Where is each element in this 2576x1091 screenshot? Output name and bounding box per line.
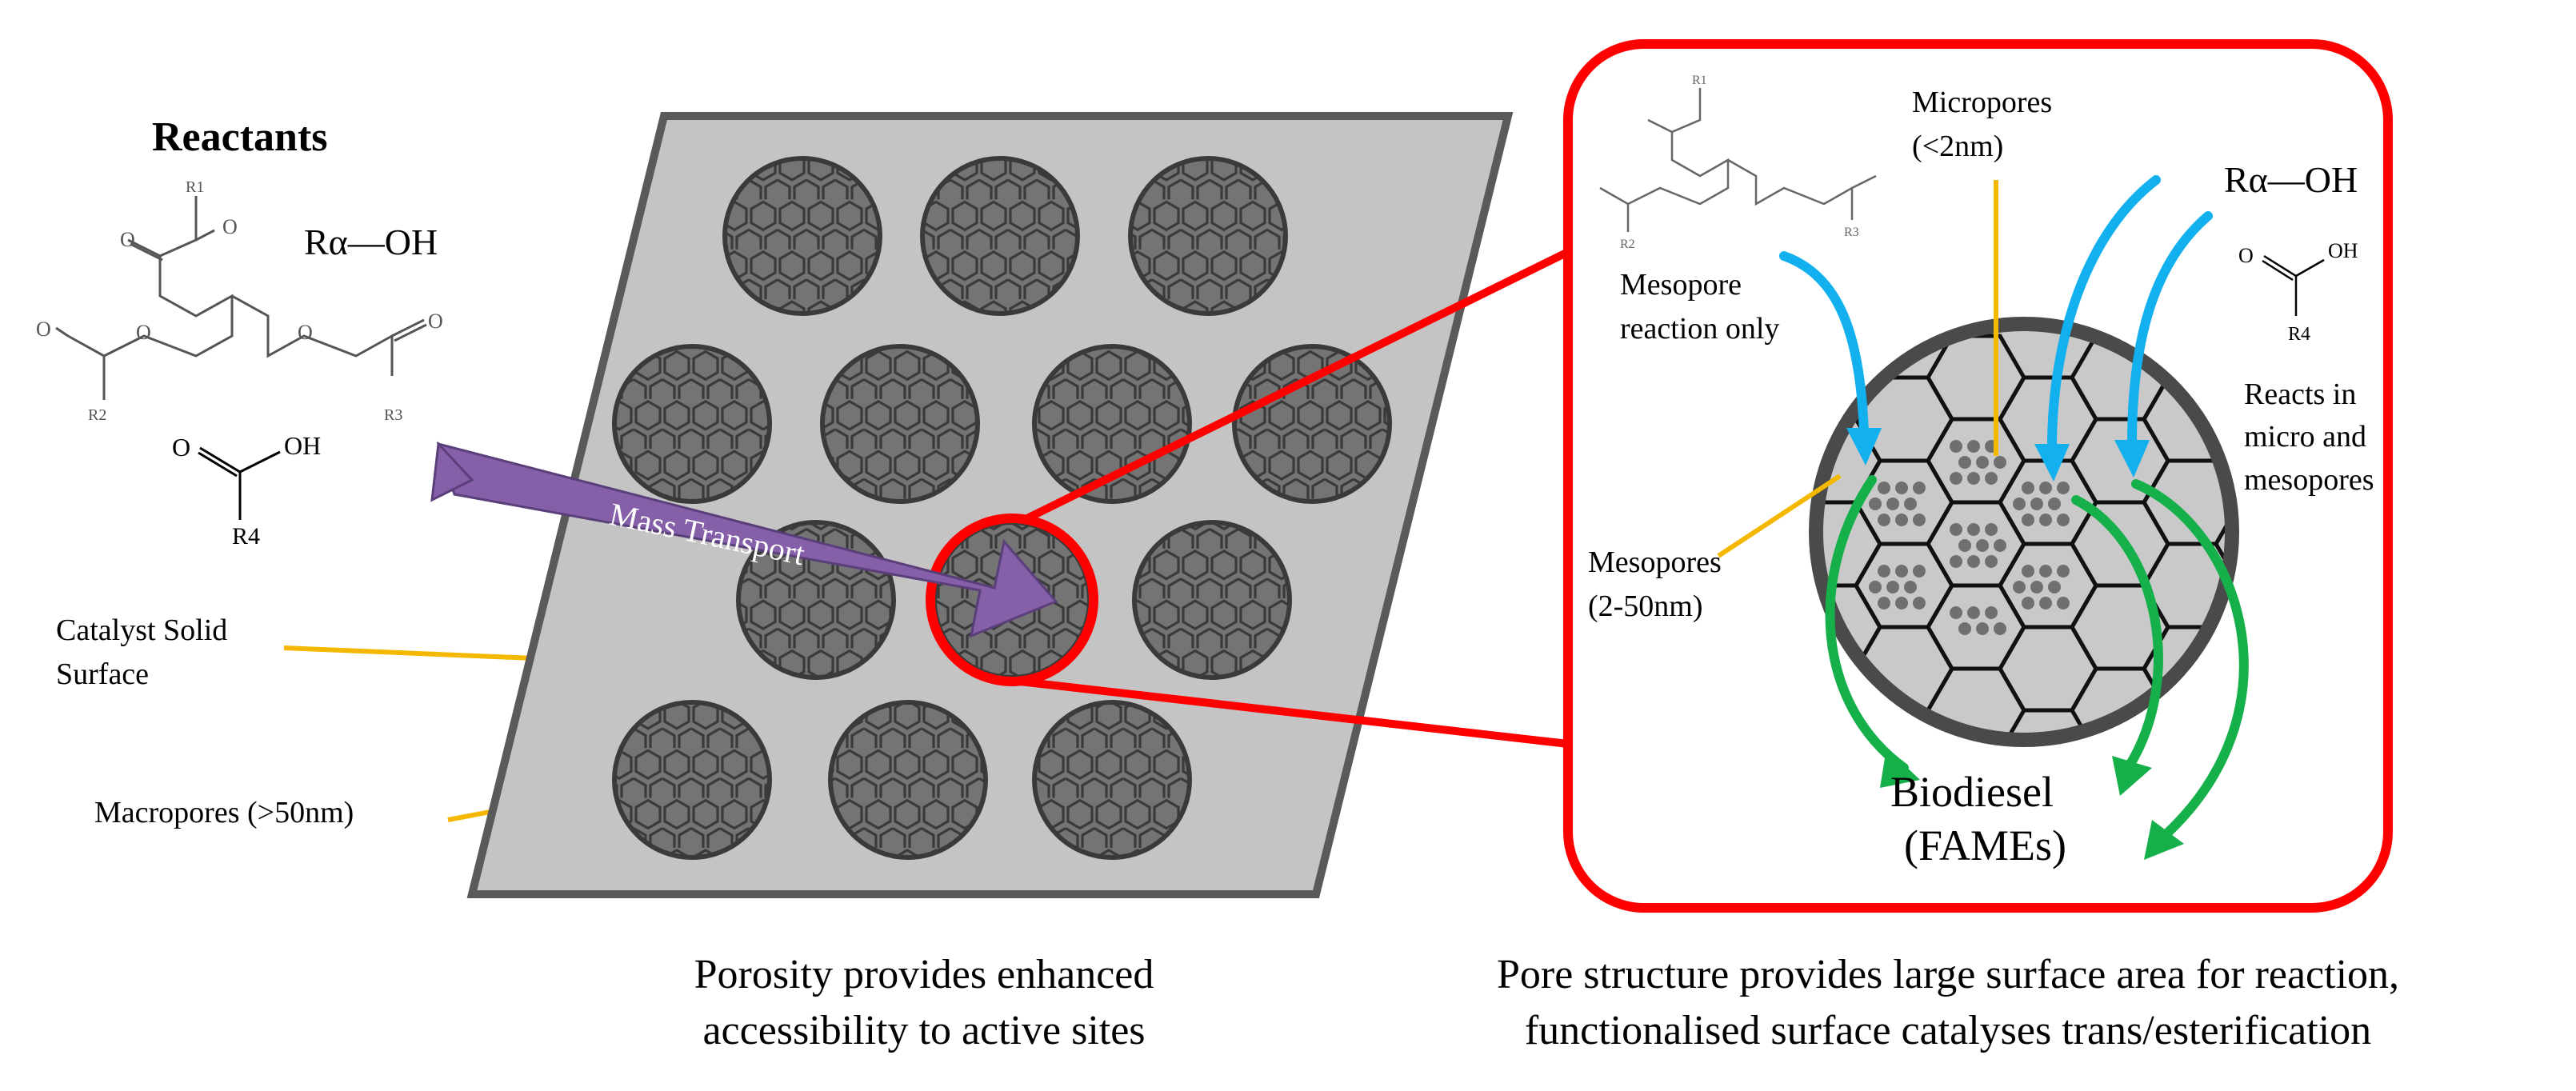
triglyceride-o-5: O — [36, 318, 51, 341]
fatty-acid-structure — [198, 446, 281, 520]
catalyst-surface: Mass Transport — [430, 112, 1570, 898]
macropores-label: Macropores (>50nm) — [94, 796, 354, 829]
macropore — [1032, 344, 1192, 504]
catalyst-label-line1: Catalyst Solid — [56, 613, 227, 647]
mesopore-reaction-label-line1: Mesopore — [1620, 268, 1742, 302]
micropores-label-line1: Micropores — [1912, 86, 2052, 119]
mesopores-label-line2: (2-50nm) — [1588, 589, 1703, 623]
mesopores-leader-line — [1717, 474, 1842, 558]
caption-right-line1: Pore structure provides large surface ar… — [1497, 952, 2399, 997]
micropores-label-line2: (<2nm) — [1912, 130, 2003, 163]
zoom-line-bottom — [1019, 677, 1569, 748]
triglyceride-structure — [55, 196, 427, 400]
macropore — [722, 156, 882, 316]
caption-left-line2: accessibility to active sites — [702, 1008, 1145, 1053]
fatty-acid-r4: R4 — [232, 523, 260, 549]
fatty-acid-o: O — [172, 433, 190, 462]
macropore — [820, 344, 980, 504]
panel-fatty-acid-oh: OH — [2328, 239, 2358, 262]
caption-right-line2: functionalised surface catalyses trans/e… — [1525, 1008, 2371, 1053]
panel-triglyceride-r3: R3 — [1844, 226, 1859, 239]
triglyceride-r3: R3 — [384, 406, 402, 424]
zoom-panel: R1 R2 R3 Micropores (<2nm) Rα—OH O OH R4… — [1563, 39, 2393, 913]
panel-alcohol-formula: Rα—OH — [2224, 159, 2358, 200]
triglyceride-o-4: O — [298, 321, 313, 344]
catalyst-label-line2: Surface — [56, 657, 149, 691]
macropore — [828, 700, 988, 860]
reacts-label-line2: micro and — [2244, 420, 2366, 454]
fatty-acid-oh: OH — [284, 431, 321, 460]
micropore-dots — [1869, 440, 2070, 635]
panel-fatty-acid-o: O — [2238, 244, 2254, 267]
triglyceride-o-1: O — [120, 228, 135, 251]
biodiesel-label-line1: Biodiesel — [1890, 768, 2054, 816]
catalyst-surface-plate — [466, 112, 1514, 898]
caption-left-line1: Porosity provides enhanced — [694, 952, 1154, 997]
product-flow-arrowheads — [1880, 748, 2184, 860]
macropore-grid — [612, 156, 1392, 860]
zoom-line-top — [1022, 248, 1570, 524]
reacts-label-line1: Reacts in — [2244, 378, 2356, 411]
product-flow-arrows — [1825, 475, 2249, 845]
reactants-panel: Reactants O O O O O O R1 R2 R3 Rα—OH O — [36, 114, 617, 829]
panel-fatty-acid-r4: R4 — [2288, 324, 2310, 345]
macropore — [612, 700, 772, 860]
macropore — [1128, 156, 1288, 316]
panel-triglyceride-r1: R1 — [1692, 74, 1707, 87]
reactant-flow-arrowheads — [1846, 428, 2150, 482]
mass-transport-arrow — [430, 441, 1058, 638]
macropore — [920, 156, 1080, 316]
macropore — [1232, 344, 1392, 504]
panel-fatty-acid-structure — [2262, 254, 2325, 316]
panel-triglyceride-r2: R2 — [1620, 238, 1635, 251]
alcohol-formula: Rα—OH — [304, 222, 438, 262]
triglyceride-o-6: O — [428, 310, 443, 333]
zoom-highlight-circle — [926, 514, 1098, 686]
triglyceride-o-2: O — [222, 215, 238, 238]
reactants-title: Reactants — [152, 114, 328, 160]
macropore — [612, 344, 772, 504]
reactant-flow-arrows — [1779, 175, 2213, 453]
triglyceride-r1: R1 — [186, 178, 204, 196]
captions: Porosity provides enhanced accessibility… — [694, 952, 2399, 1053]
reacts-label-line3: mesopores — [2244, 463, 2374, 497]
panel-triglyceride-structure — [1599, 88, 1877, 232]
mesopore-reaction-label-line2: reaction only — [1620, 312, 1779, 346]
macropore — [1032, 700, 1192, 860]
triglyceride-o-3: O — [136, 321, 151, 344]
biodiesel-label-line2: (FAMEs) — [1904, 821, 2066, 869]
macropore — [1132, 520, 1292, 680]
catalyst-leader-line — [283, 645, 573, 662]
mesopores-label-line1: Mesopores — [1588, 546, 1722, 579]
triglyceride-r2: R2 — [88, 406, 106, 424]
